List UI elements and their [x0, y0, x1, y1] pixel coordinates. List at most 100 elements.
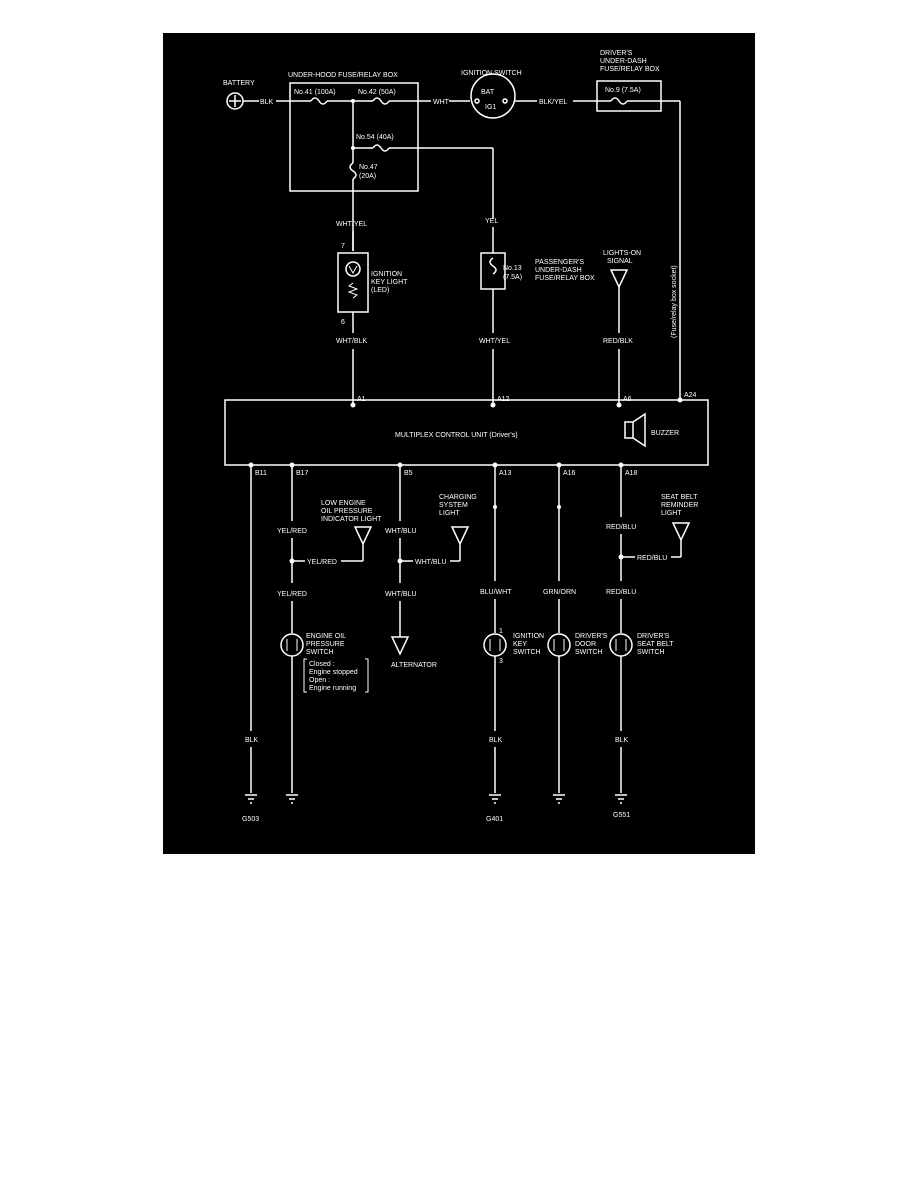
ignition-ig1-label: IG1: [485, 104, 496, 111]
fuse-13-label: No.13: [503, 265, 522, 272]
wire-red-blu-3: RED/BLU: [606, 589, 636, 596]
wire-yel-red: YEL/RED: [277, 528, 307, 535]
key-light-label-3: (LED): [371, 287, 389, 294]
buzzer-icon: [624, 412, 646, 448]
underhood-fuse-box: [289, 82, 419, 192]
charging-light-symbol: [450, 526, 470, 546]
battery-symbol: [226, 92, 244, 110]
charging-label-3: LIGHT: [439, 510, 460, 517]
relay-note: (Fuse/relay box socket): [671, 265, 678, 338]
iks-pin-1: 1: [499, 628, 503, 635]
lights-on-signal-symbol: [609, 269, 629, 289]
pin-b5: B5: [404, 470, 413, 477]
fuse-41: [310, 97, 328, 105]
wire-wht-blu: WHT/BLU: [385, 528, 417, 535]
fuse-54-label: No.54 (40A): [356, 134, 394, 141]
pin-a16: A16: [563, 470, 576, 477]
multiplex-control-unit: [224, 399, 709, 466]
seatbelt-light-symbol: [671, 522, 691, 542]
wire-red-blu: RED/BLU: [606, 524, 636, 531]
fuse-13-rating: (7.5A): [503, 274, 522, 281]
wire-wht-yel: WHT/YEL: [336, 221, 367, 228]
dsb-label-3: SWITCH: [637, 649, 665, 656]
drivers-box-label-3: FUSE/RELAY BOX: [600, 66, 660, 73]
fuse-47-label: No.47: [359, 164, 378, 171]
alternator-label: ALTERNATOR: [391, 662, 437, 669]
charging-label-2: SYSTEM: [439, 502, 468, 509]
fuse-42: [372, 97, 390, 105]
eop-label-2: PRESSURE: [306, 641, 345, 648]
ground-g503-label: G503: [242, 816, 259, 823]
wire-red-blu-2: RED/BLU: [637, 555, 667, 562]
fuse-42-label: No.42 (50A): [358, 89, 396, 96]
dds-label-3: SWITCH: [575, 649, 603, 656]
seatbelt-light-label-1: SEAT BELT: [661, 494, 698, 501]
drivers-fuse-box: [596, 80, 662, 112]
fuse-9: [610, 97, 628, 105]
fuse-41-label: No.41 (100A): [294, 89, 336, 96]
lights-on-label-2: SIGNAL: [607, 258, 633, 265]
pin-a18: A18: [625, 470, 638, 477]
wire-wht-blu-3: WHT/BLU: [385, 591, 417, 598]
ground-g401-label: G401: [486, 816, 503, 823]
low-oil-label-2: OIL PRESSURE: [321, 508, 373, 515]
pin-a13: A13: [499, 470, 512, 477]
passenger-box-label-1: PASSENGER'S: [535, 259, 584, 266]
drivers-box-label-1: DRIVER'S: [600, 50, 633, 57]
ground-door-switch-icon: [553, 794, 565, 804]
seatbelt-light-label-3: LIGHT: [661, 510, 682, 517]
pin-b11: B11: [255, 470, 267, 477]
key-light-label-2: KEY LIGHT: [371, 279, 408, 286]
battery-label: BATTERY: [223, 80, 255, 87]
eop-closed: Closed :: [309, 661, 335, 668]
wire-yel-red-3: YEL/RED: [277, 591, 307, 598]
fuse-13: [489, 257, 497, 275]
eop-label-1: ENGINE OIL: [306, 633, 346, 640]
pin-6: 6: [341, 319, 345, 326]
low-oil-label-1: LOW ENGINE: [321, 500, 366, 507]
alternator-symbol: [390, 636, 410, 656]
dsb-label-1: DRIVER'S: [637, 633, 670, 640]
wire-blk-g401: BLK: [489, 737, 503, 744]
charging-label-1: CHARGING: [439, 494, 477, 501]
key-light-label-1: IGNITION: [371, 271, 402, 278]
fuse-9-label: No.9 (7.5A): [605, 87, 641, 94]
wire-yel: YEL: [485, 218, 498, 225]
dds-label-2: DOOR: [575, 641, 596, 648]
iks-label-2: KEY: [513, 641, 527, 648]
ground-g401-icon: [489, 794, 501, 804]
engine-oil-pressure-switch: [280, 633, 304, 657]
wire-wht-yel-2: WHT/YEL: [479, 338, 510, 345]
fuse-54: [372, 144, 390, 152]
wire-wht-blk: WHT/BLK: [336, 338, 367, 345]
pin-7: 7: [341, 243, 345, 250]
iks-pin-3: 3: [499, 658, 503, 665]
fuse-47: [349, 162, 357, 180]
fuse-47-rating: (20A): [359, 173, 376, 180]
wire-blu-wht: BLU/WHT: [480, 589, 512, 596]
passenger-box-label-2: UNDER-DASH: [535, 267, 582, 274]
drivers-box-label-2: UNDER-DASH: [600, 58, 647, 65]
eop-open: Open :: [309, 677, 330, 684]
passenger-box-label-3: FUSE/RELAY BOX: [535, 275, 595, 282]
ignition-switch-label: IGNITION SWITCH: [461, 70, 522, 77]
wire-wht: WHT: [433, 99, 450, 106]
seatbelt-light-label-2: REMINDER: [661, 502, 698, 509]
drivers-door-switch: [547, 633, 571, 657]
ground-g551-label: G551: [613, 812, 630, 819]
iks-label-3: SWITCH: [513, 649, 541, 656]
eop-stopped: Engine stopped: [309, 669, 358, 676]
buzzer-label: BUZZER: [651, 430, 679, 437]
wire-blk-yel: BLK/YEL: [539, 99, 568, 106]
ignition-switch: [470, 73, 516, 119]
low-oil-light-symbol: [353, 526, 373, 546]
wire-blk-battery: BLK: [260, 99, 274, 106]
ground-g503-icon: [245, 794, 257, 804]
pin-b17: B17: [296, 470, 309, 477]
pin-a24: A24: [684, 392, 697, 399]
ground-oil-switch-icon: [286, 794, 298, 804]
wire-blk-g551: BLK: [615, 737, 629, 744]
ground-g551-icon: [615, 794, 627, 804]
mcu-label: MULTIPLEX CONTROL UNIT (Driver's): [395, 432, 518, 439]
drivers-seat-belt-switch: [609, 633, 633, 657]
